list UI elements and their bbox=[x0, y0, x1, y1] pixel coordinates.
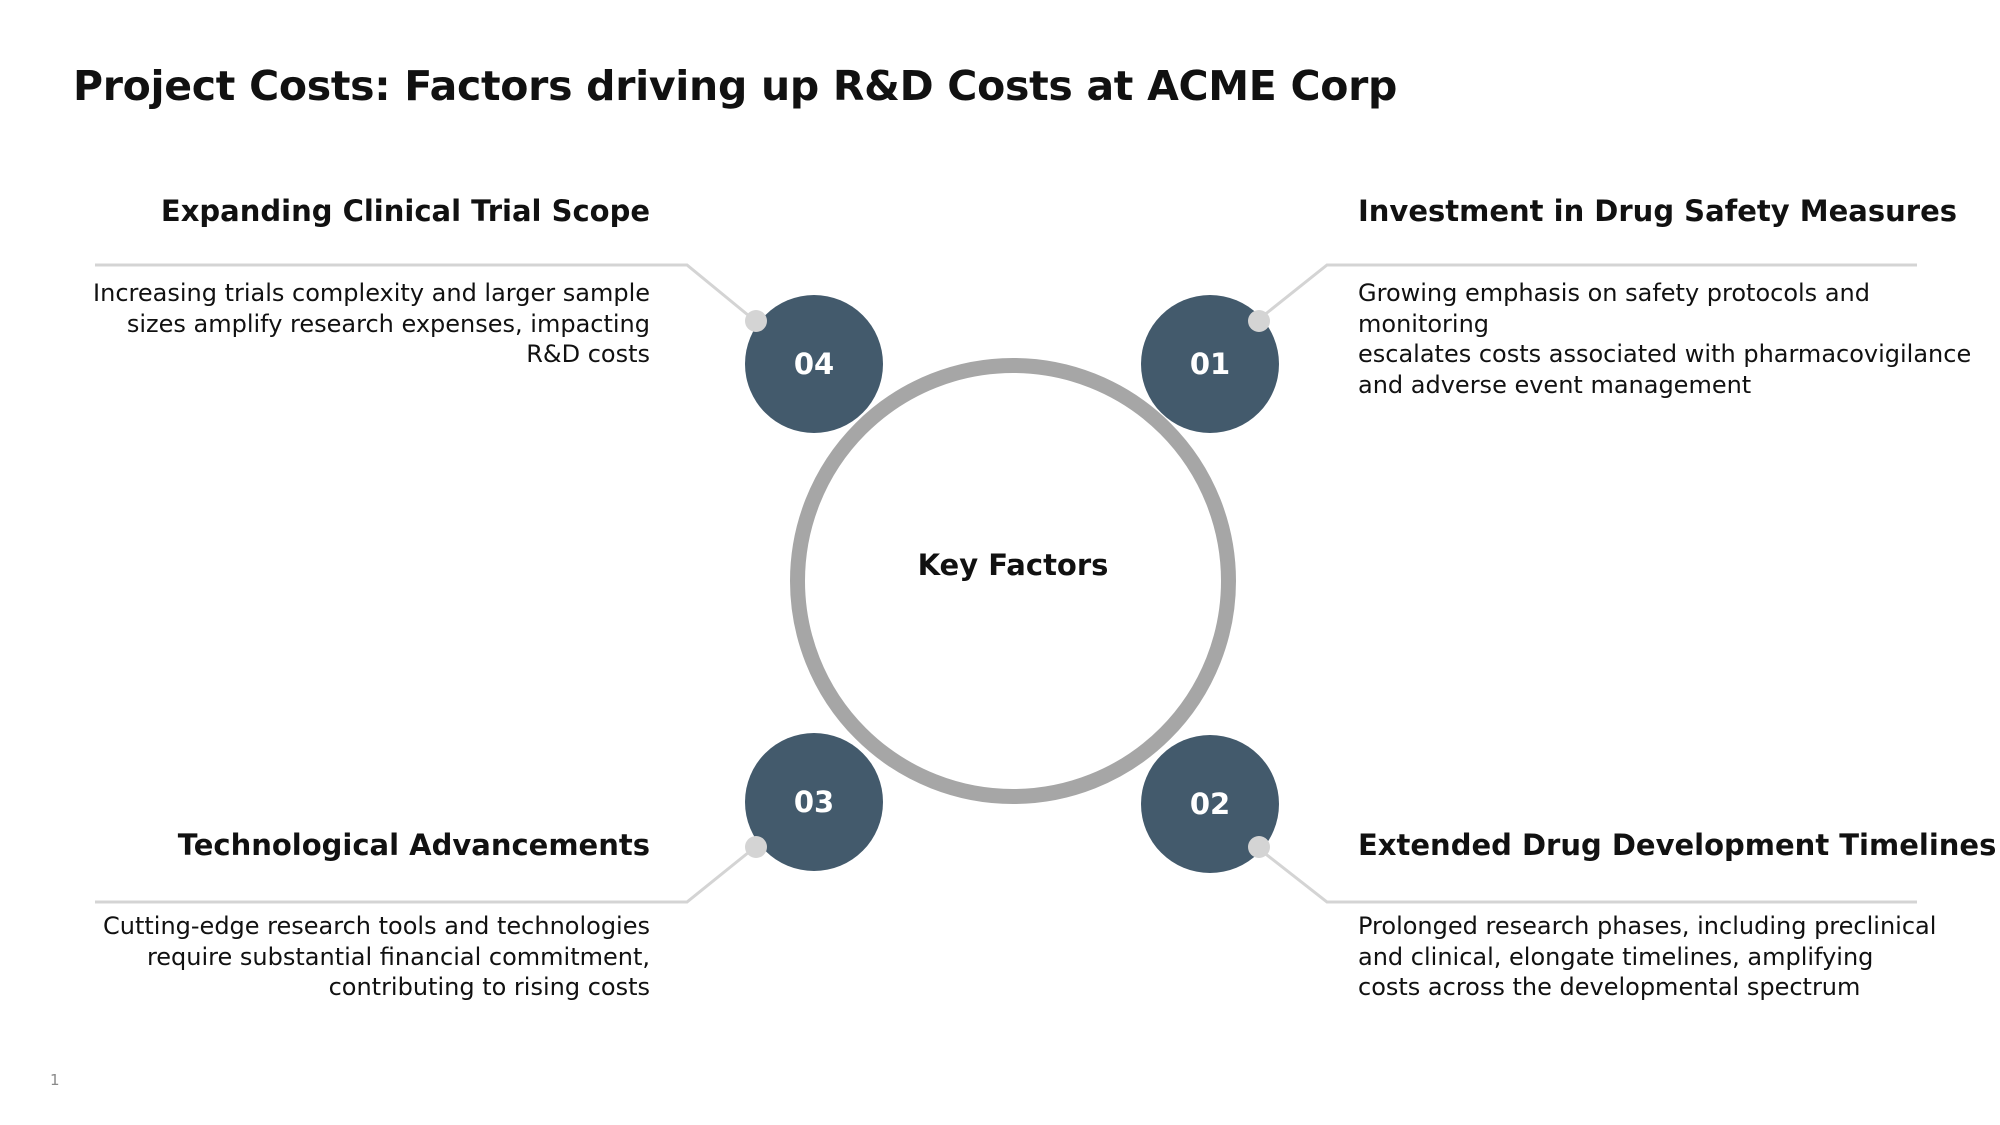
connector-dot-02 bbox=[1248, 836, 1270, 858]
page-number: 1 bbox=[50, 1071, 60, 1089]
factor-01-description: Growing emphasis on safety protocols and… bbox=[1358, 278, 2000, 400]
factor-02-description: Prolonged research phases, including pre… bbox=[1358, 911, 1936, 1003]
factor-01-line-1: Growing emphasis on safety protocols and… bbox=[1358, 279, 1870, 338]
connector-dot-03 bbox=[745, 836, 767, 858]
factor-02-line-1: Prolonged research phases, including pre… bbox=[1358, 912, 1937, 940]
connector-line-01 bbox=[1257, 263, 1917, 322]
factor-04-title: Expanding Clinical Trial Scope bbox=[160, 194, 650, 228]
factor-04-line-2: sizes amplify research expenses, impacti… bbox=[126, 309, 650, 338]
connector-line-02 bbox=[1257, 846, 1917, 904]
factor-04-description: Increasing trials complexity and larger … bbox=[93, 278, 650, 370]
badge-03: 03 bbox=[745, 733, 883, 871]
factor-02-line-3: costs across the developmental spectrum bbox=[1358, 973, 1861, 1001]
factor-03-line-1: Cutting-edge research tools and technolo… bbox=[102, 912, 650, 940]
factor-04-line-3: R&D costs bbox=[526, 340, 650, 368]
factor-04-line-1: Increasing trials complexity and larger … bbox=[93, 279, 650, 307]
connector-line-03 bbox=[95, 846, 755, 904]
badge-04: 04 bbox=[745, 295, 883, 433]
connector-line-04 bbox=[95, 263, 755, 322]
factor-02-title: Extended Drug Development Timelines bbox=[1358, 828, 1997, 862]
factor-03-line-2: require substantial financial commitment… bbox=[146, 942, 650, 971]
factor-03-description: Cutting-edge research tools and technolo… bbox=[103, 911, 650, 1003]
factor-01-line-2: escalates costs associated with pharmaco… bbox=[1358, 340, 1972, 368]
connector-dot-04 bbox=[745, 310, 767, 332]
factor-01-title: Investment in Drug Safety Measures bbox=[1358, 194, 1958, 228]
connector-dot-01 bbox=[1248, 310, 1270, 332]
factor-01-line-3: and adverse event management bbox=[1358, 370, 1752, 399]
factor-03-line-3: contributing to rising costs bbox=[328, 973, 650, 1001]
slide-title: Project Costs: Factors driving up R&D Co… bbox=[73, 62, 1398, 110]
key-factors-label: Key Factors bbox=[917, 548, 1109, 582]
factor-03-title: Technological Advancements bbox=[177, 828, 650, 862]
factor-02-line-2: and clinical, elongate timelines, amplif… bbox=[1358, 942, 1874, 971]
